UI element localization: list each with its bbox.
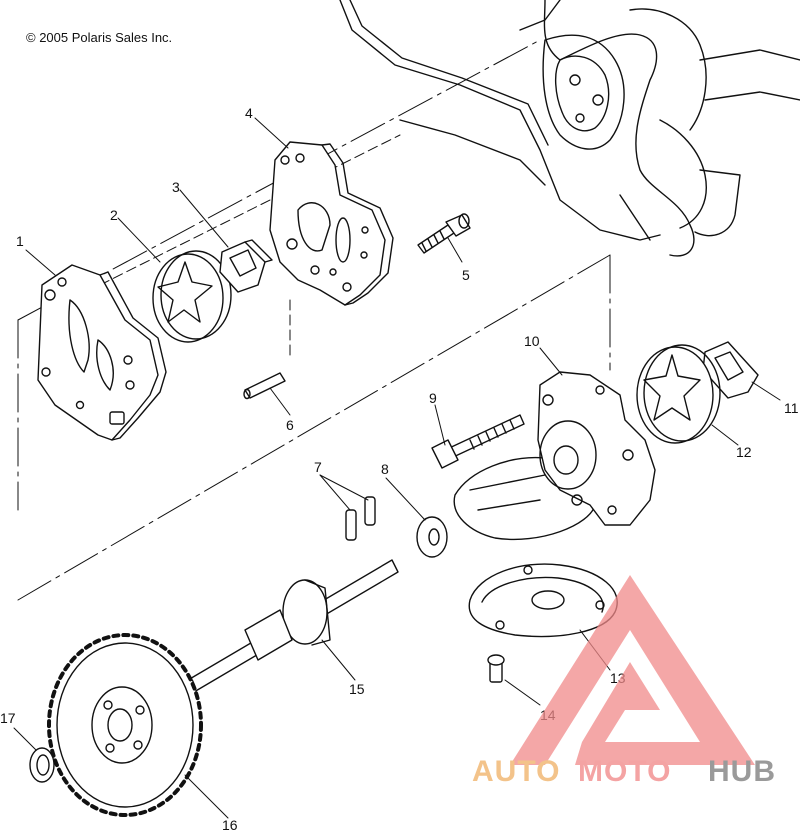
- part-8-washer: [416, 516, 448, 558]
- callout-2: 2: [110, 207, 118, 223]
- callout-8: 8: [381, 461, 389, 477]
- callout-7: 7: [314, 459, 322, 475]
- callout-17: 17: [0, 710, 16, 726]
- part-4-cover-plate: [269, 141, 394, 306]
- callout-10: 10: [524, 333, 540, 349]
- watermark-text-moto: MOTO: [578, 755, 671, 788]
- part-1-pump-body: [37, 264, 167, 441]
- part-15-shaft: [185, 559, 399, 694]
- callout-4: 4: [245, 105, 253, 121]
- part-14-small-screw: [487, 654, 505, 683]
- callout-3: 3: [172, 179, 180, 195]
- watermark-logo: AUTO MOTO HUB: [472, 575, 776, 788]
- part-13-gasket: [468, 563, 618, 638]
- callout-16: 16: [222, 817, 238, 833]
- copyright-notice: © 2005 Polaris Sales Inc.: [26, 30, 173, 45]
- part-16-gear: [47, 633, 203, 817]
- part-7-pins: [345, 496, 376, 541]
- callout-6: 6: [286, 417, 294, 433]
- callout-1: 1: [16, 233, 24, 249]
- callout-12: 12: [736, 444, 752, 460]
- watermark-text-auto: AUTO: [472, 755, 560, 788]
- part-17-snap-ring: [29, 747, 55, 783]
- part-2-outer-rotor: [152, 250, 232, 343]
- part-6-dowel-pin: [243, 372, 286, 400]
- watermark-text-hub: HUB: [708, 755, 776, 788]
- part-10-pump-housing: [453, 371, 656, 541]
- part-12-outer-rotor: [636, 344, 721, 444]
- callout-5: 5: [462, 267, 470, 283]
- crankcase-housing: [339, 0, 800, 257]
- part-5-screw: [417, 213, 471, 254]
- callout-11: 11: [784, 400, 799, 416]
- part-3-inner-rotor: [219, 239, 273, 293]
- callout-15: 15: [349, 681, 365, 697]
- callout-9: 9: [429, 390, 437, 406]
- watermark-triangle-icon: [510, 575, 755, 765]
- part-9-bolt: [431, 414, 525, 469]
